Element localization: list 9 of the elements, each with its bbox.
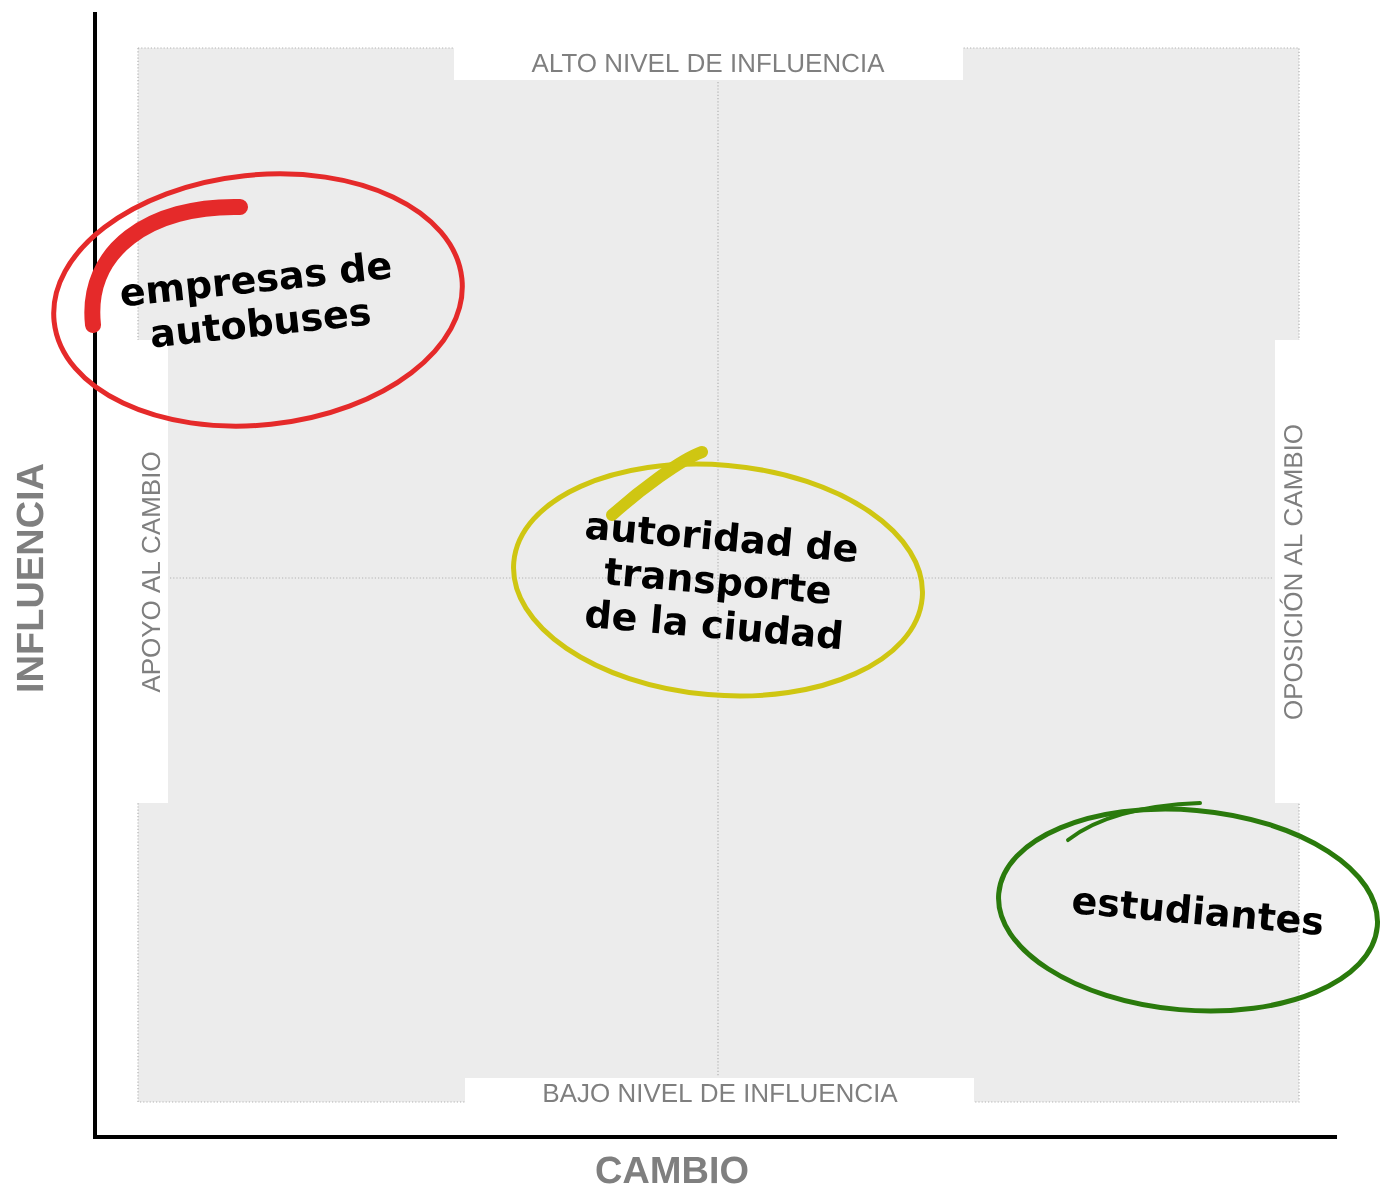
circled-text: empresas de autobuses — [51, 171, 465, 429]
axis-title: INFLUENCIA — [16, 463, 44, 691]
axis-title: CAMBIO — [596, 1156, 748, 1184]
circled-text: estudiantes — [996, 801, 1380, 1014]
circled-text: autoridad de transporte de la ciudad — [511, 446, 925, 699]
quadrant-label: OPOSICIÓN AL CAMBIO — [1279, 425, 1303, 719]
quadrant-label: BAJO NIVEL DE INFLUENCIA — [544, 1083, 898, 1103]
quadrant-label: ALTO NIVEL DE INFLUENCIA — [531, 53, 885, 73]
quadrant-label: APOYO AL CAMBIO — [141, 452, 161, 693]
